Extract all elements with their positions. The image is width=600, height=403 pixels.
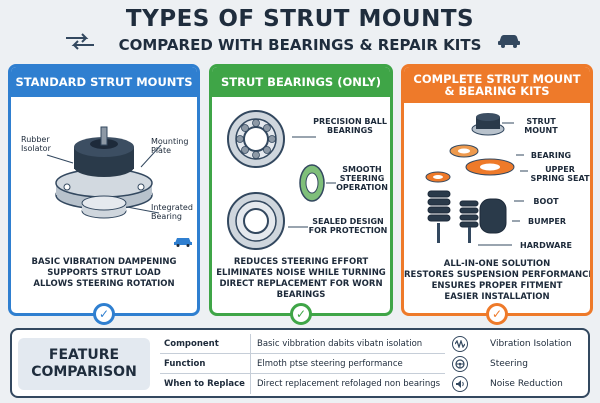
bumper-label: BUMPER <box>527 217 567 226</box>
boot-label: BOOT <box>533 197 559 206</box>
hardware-label: HARDWARE <box>520 241 572 250</box>
panel-heading: STANDARD STRUT MOUNTS <box>11 67 197 97</box>
panel-description: ALL-IN-ONE SOLUTION RESTORES SUSPENSION … <box>404 259 593 302</box>
strut-mount-label: STRUT MOUNT <box>524 117 558 135</box>
swap-arrows-icon <box>66 33 94 50</box>
panel-heading: STRUT BEARINGS (ONLY) <box>212 67 390 97</box>
car-icon <box>498 35 520 48</box>
table-row: Component Basic vibbration dabits vibatn… <box>160 334 445 354</box>
check-icon: ✓ <box>290 303 312 325</box>
panel-description: REDUCES STEERING EFFORT ELIMINATES NOISE… <box>216 257 386 300</box>
feature-legend: Vibration Isolation Steering Noise Reduc… <box>452 334 588 394</box>
comparison-table: Component Basic vibbration dabits vibatn… <box>160 334 445 394</box>
speaker-icon <box>452 376 468 392</box>
smooth-steering-label: SMOOTH STEERING OPERATION <box>336 165 388 192</box>
upper-spring-seat-label: UPPER SPRING SEAT <box>530 165 590 183</box>
feature-comparison-title: FEATURE COMPARISON <box>18 338 150 390</box>
bearing-label: BEARING <box>530 151 572 160</box>
page-subtitle: COMPARED WITH BEARINGS & REPAIR KITS <box>118 36 482 54</box>
kit-parts-illustration <box>425 113 528 246</box>
panel-standard-strut-mounts: STANDARD STRUT MOUNTS Rubber Isolator Mo… <box>8 64 200 316</box>
car-icon <box>174 238 192 247</box>
table-row: Function Elmoth ptse steering performanc… <box>160 354 445 374</box>
feature-comparison: FEATURE COMPARISON Component Basic vibbr… <box>10 328 590 398</box>
check-icon: ✓ <box>93 303 115 325</box>
rubber-isolator-label: Rubber Isolator <box>21 135 51 153</box>
integrated-bearing-label: Integrated Bearing <box>151 203 193 221</box>
sealed-design-label: SEALED DESIGN FOR PROTECTION <box>308 217 388 235</box>
legend-item: Vibration Isolation <box>452 334 588 354</box>
panel-description: BASIC VIBRATION DAMPENING SUPPORTS STRUT… <box>31 257 177 289</box>
wave-icon <box>452 336 468 352</box>
check-icon: ✓ <box>486 303 508 325</box>
steering-wheel-icon <box>452 356 468 372</box>
panel-strut-bearings: STRUT BEARINGS (ONLY) PRECISION BALL BEA… <box>209 64 393 316</box>
precision-ball-bearings-label: PRECISION BALL BEARINGS <box>313 117 387 135</box>
strut-mount-illustration <box>46 126 162 219</box>
legend-item: Noise Reduction <box>452 374 588 394</box>
legend-item: Steering <box>452 354 588 374</box>
panel-complete-kits: COMPLETE STRUT MOUNT & BEARING KITS STRU… <box>401 64 593 316</box>
page-title: TYPES OF STRUT MOUNTS <box>125 6 475 32</box>
table-row: When to Replace Direct replacement refol… <box>160 374 445 394</box>
mounting-plate-label: Mounting Plate <box>151 137 189 155</box>
panel-heading: COMPLETE STRUT MOUNT & BEARING KITS <box>404 67 590 103</box>
bearings-illustration <box>227 110 336 250</box>
